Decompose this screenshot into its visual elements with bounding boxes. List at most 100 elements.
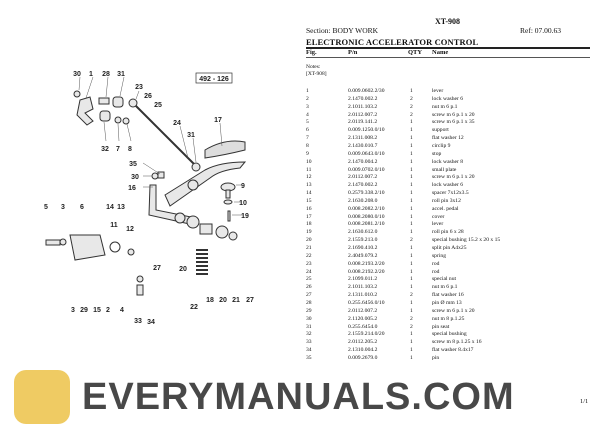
callout-label: 16 xyxy=(128,185,136,192)
cell-qty: 1 xyxy=(410,119,413,126)
cell-name: special nut xyxy=(432,276,457,283)
cell-fig: 6 xyxy=(306,127,309,134)
section-label: Section: BODY WORK xyxy=(306,26,379,35)
cell-name: screw m 6 p.1 x 35 xyxy=(432,119,475,126)
cell-fig: 22 xyxy=(306,252,312,259)
callout-label: 2 xyxy=(106,307,110,314)
callout-label: 33 xyxy=(134,318,142,325)
cell-qty: 1 xyxy=(410,276,413,283)
pin-seat-part xyxy=(191,162,201,172)
column-header-divider xyxy=(306,57,590,58)
callout-label: 24 xyxy=(173,120,181,127)
cell-pn: 2.1559.213.0 xyxy=(348,237,378,244)
cell-fig: 30 xyxy=(306,315,312,322)
callout-label: 34 xyxy=(147,319,155,326)
page-title: ELECTRONIC ACCELERATOR CONTROL xyxy=(306,36,479,47)
callout-label: 23 xyxy=(135,84,143,91)
cell-pn: 2.0112.007.2 xyxy=(348,307,378,314)
watermark-text: EVERYMANUALS.COM xyxy=(82,376,515,418)
pin-part xyxy=(157,171,165,179)
callout-label: 3 xyxy=(71,307,75,314)
cell-qty: 1 xyxy=(410,245,413,251)
cell-pn: 0.009.0602.2/30 xyxy=(348,88,385,94)
cell-fig: 32 xyxy=(306,331,312,338)
cell-qty: 1 xyxy=(410,331,413,338)
cell-name: lever xyxy=(432,221,444,228)
cell-qty: 2 xyxy=(410,323,413,330)
washer-part xyxy=(114,116,122,124)
callout-label: 11 xyxy=(110,222,118,229)
notes-value: [XT-908] xyxy=(306,71,327,77)
cell-qty: 1 xyxy=(410,150,413,157)
column-header-name: Name xyxy=(432,49,449,56)
page-number: 1/1 xyxy=(580,398,589,405)
reference-label: Ref: 07.00.63 xyxy=(520,26,562,35)
leader-lines xyxy=(78,76,243,216)
cell-pn: 0.008.2192.2/20 xyxy=(348,268,385,275)
cell-fig: 18 xyxy=(306,221,312,228)
cell-qty: 1 xyxy=(410,197,413,204)
cell-fig: 8 xyxy=(306,142,309,149)
cell-qty: 1 xyxy=(410,260,413,267)
cell-qty: 1 xyxy=(410,339,413,346)
cell-pn: 2.4049.079.2 xyxy=(348,252,378,259)
callout-label: 27 xyxy=(246,297,254,304)
cell-fig: 9 xyxy=(306,150,309,157)
cell-fig: 5 xyxy=(306,119,309,126)
cell-fig: 16 xyxy=(306,205,312,212)
cell-name: pin Ø mm 13 xyxy=(432,299,462,306)
cell-name: flat washer 12 xyxy=(432,135,464,142)
cell-pn: 0.009.0643.0/10 xyxy=(348,150,385,157)
cell-qty: 1 xyxy=(410,174,413,181)
cell-name: support xyxy=(432,127,449,134)
cell-fig: 33 xyxy=(306,339,312,346)
roll-pin-part xyxy=(227,210,231,222)
cell-pn: 2.0112.007.2 xyxy=(348,111,378,118)
pedal-cover-part xyxy=(204,140,246,159)
cell-name: nut m 6 p.1 xyxy=(432,103,458,110)
cell-name: special bushing 15.2 x 20 x 15 xyxy=(432,237,501,244)
cell-fig: 2 xyxy=(306,95,309,102)
cell-fig: 29 xyxy=(306,307,312,314)
cell-pn: 0.008.2081.2/10 xyxy=(348,221,385,228)
lever-part xyxy=(76,96,94,126)
cell-fig: 10 xyxy=(306,158,312,165)
cell-pn: 2.1120.005.2 xyxy=(348,315,378,322)
screw-part xyxy=(136,284,144,296)
cell-name: lock washer 6 xyxy=(432,182,464,189)
cell-fig: 17 xyxy=(306,213,312,220)
circlip-part xyxy=(122,117,130,125)
cell-fig: 21 xyxy=(306,245,312,251)
callout-label: 20 xyxy=(179,266,187,273)
cell-fig: 28 xyxy=(306,299,312,306)
cell-fig: 34 xyxy=(306,347,312,354)
cell-pn: 2.1630.208.0 xyxy=(348,197,378,204)
washer-part xyxy=(228,231,238,241)
notes: Notes: [XT-908] xyxy=(306,64,327,78)
small-plate-part xyxy=(109,241,121,253)
cell-qty: 1 xyxy=(410,190,413,197)
cell-name: split pin A4x25 xyxy=(432,245,467,251)
cell-pn: 2.1311.010.2 xyxy=(348,292,378,299)
cell-name: stop xyxy=(432,150,442,157)
cell-qty: 2 xyxy=(410,292,413,299)
cell-fig: 25 xyxy=(306,276,312,283)
screw-part xyxy=(127,248,135,256)
cell-pn: 0.255.6454.0 xyxy=(348,323,378,330)
